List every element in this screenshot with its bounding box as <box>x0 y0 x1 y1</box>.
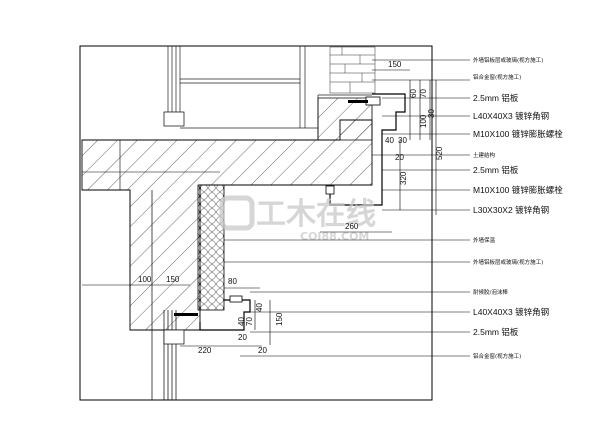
dim-mid-40: 40 <box>385 136 394 145</box>
dim-bottom-40b: 40 <box>255 303 264 312</box>
label-1: 外墙铝板层或玻璃(视方施工) <box>473 56 543 64</box>
dim-top-width: 150 <box>388 60 402 69</box>
label-11: 外墙铝板层或玻璃(视方施工) <box>473 258 543 266</box>
upper-bolt <box>348 100 368 103</box>
dim-right-70: 70 <box>419 89 428 98</box>
upper-angle-steel <box>365 96 381 106</box>
dim-right-60: 60 <box>409 89 418 98</box>
upper-window <box>167 46 372 140</box>
label-5: M10X100 镀锌膨胀螺栓 <box>473 129 563 139</box>
dim-bottom-20a: 20 <box>238 333 247 342</box>
label-13: L40X40X3 镀锌角钢 <box>473 307 549 317</box>
dim-bottom-150: 150 <box>275 312 284 326</box>
upper-window-frame <box>163 111 185 127</box>
lower-column <box>129 190 177 400</box>
dim-bottom-80: 80 <box>228 277 237 286</box>
dim-left-150: 150 <box>166 275 180 284</box>
dim-bottom-70: 70 <box>245 317 254 326</box>
label-14: 2.5mm 铝板 <box>473 327 519 337</box>
watermark: 工木在线 COI88.COM <box>219 195 376 243</box>
lower-aluminum-flashing <box>199 299 251 331</box>
mid-angle-steel <box>325 185 335 195</box>
label-7: 2.5mm 铝板 <box>473 165 519 175</box>
dim-right-total: 520 <box>435 146 444 160</box>
lower-bolt <box>174 313 198 316</box>
annotation-labels: 外墙铝板层或玻璃(视方施工) 铝合金窗(视方施工) 2.5mm 铝板 L40X4… <box>473 56 563 360</box>
lower-window-frame <box>163 329 185 345</box>
dim-bottom-20b: 20 <box>258 346 267 355</box>
upper-aluminum-flashing <box>329 93 406 206</box>
label-10: 外墙保温 <box>473 236 496 244</box>
lower-angle-steel <box>229 295 243 303</box>
label-15: 铝合金窗(视方施工) <box>473 352 521 360</box>
dim-bottom-220: 220 <box>198 346 212 355</box>
dim-right-100: 100 <box>419 114 428 128</box>
dim-mid-30: 30 <box>398 136 407 145</box>
dim-bottom-40a: 40 <box>237 317 246 326</box>
label-2: 铝合金窗(视方施工) <box>473 73 521 81</box>
label-4: L40X40X3 镀锌角钢 <box>473 111 549 121</box>
dimension-lines <box>82 69 437 347</box>
dim-left-100: 100 <box>138 275 152 284</box>
dim-bottom-260: 260 <box>345 222 359 231</box>
top-brick-block <box>329 46 376 94</box>
dim-right-30: 30 <box>427 109 436 118</box>
label-9: L30X30X2 镀锌角钢 <box>473 205 549 215</box>
label-8: M10X100 镀锌膨胀螺栓 <box>473 185 563 195</box>
slab-top-band <box>317 97 373 141</box>
drawing-frame <box>79 45 433 401</box>
label-12: 耐候胶/泡沫棒 <box>473 288 508 296</box>
watermark-main: 工木在线 <box>256 197 376 232</box>
label-6: 土建结构 <box>473 151 496 159</box>
dim-mid-20: 20 <box>395 153 404 162</box>
leader-lines <box>224 59 470 357</box>
dim-right-320: 320 <box>399 171 408 185</box>
label-3: 2.5mm 铝板 <box>473 93 519 103</box>
